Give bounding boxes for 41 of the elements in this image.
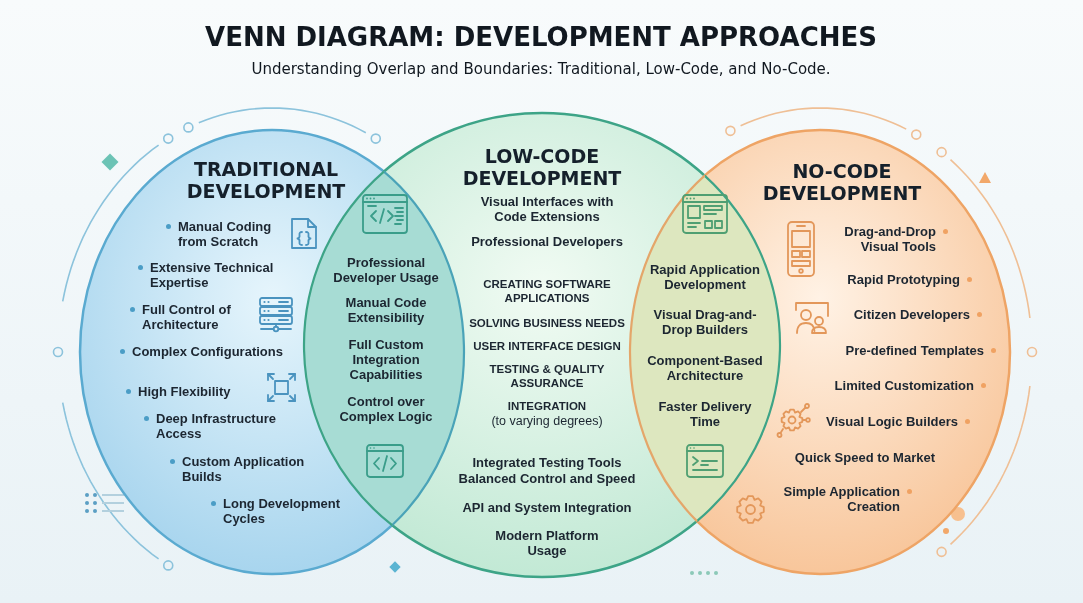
feature-text: Extensive Technical Expertise: [138, 260, 285, 290]
feature-text: Pre-defined Templates: [845, 343, 996, 358]
feature-text: Deep Infrastructure Access: [144, 411, 286, 441]
circle-heading: TRADITIONAL DEVELOPMENT: [185, 158, 347, 202]
feature-text: High Flexibility: [126, 384, 231, 399]
overlap-text: Component-Based Architecture: [646, 353, 764, 383]
feature-text: Limited Customization: [834, 378, 986, 393]
feature-text: Quick Speed to Market: [794, 450, 935, 465]
feature-text: Full Control of Architecture: [130, 302, 254, 332]
circle-heading: NO-CODE DEVELOPMENT: [761, 160, 923, 204]
feature-text: Visual Interfaces with Code Extensions: [479, 194, 615, 224]
feature-text: Balanced Control and Speed: [458, 471, 636, 486]
overlap-text: Visual Drag-and-Drop Builders: [652, 307, 758, 337]
feature-text: TESTING & QUALITY ASSURANCE: [488, 363, 606, 390]
feature-text: INTEGRATION: [507, 400, 587, 414]
note-text: (to varying degrees): [491, 414, 603, 429]
feature-text: Simple Application Creation: [770, 484, 912, 514]
feature-text: Professional Developers: [471, 234, 623, 249]
feature-text: Drag-and-Drop Visual Tools: [821, 224, 948, 254]
overlap-text: Control over Complex Logic: [338, 394, 434, 424]
feature-text: CREATING SOFTWARE APPLICATIONS: [482, 278, 612, 305]
circle-heading: LOW-CODE DEVELOPMENT: [461, 145, 623, 189]
feature-text: Custom Application Builds: [170, 454, 312, 484]
overlap-text: Faster Delivery Time: [657, 399, 753, 429]
overlap-text: Manual Code Extensibility: [344, 295, 428, 325]
feature-text: Manual Coding from Scratch: [166, 219, 283, 249]
feature-text: Modern Platform Usage: [494, 528, 600, 558]
feature-text: Citizen Developers: [853, 307, 982, 322]
feature-text: Rapid Prototyping: [847, 272, 972, 287]
feature-text: Visual Logic Builders: [826, 414, 970, 429]
feature-text: Long Development Cycles: [211, 496, 348, 526]
feature-text: Integrated Testing Tools: [472, 455, 622, 470]
feature-text: USER INTERFACE DESIGN: [473, 340, 621, 354]
overlap-text: Professional Developer Usage: [332, 255, 440, 285]
feature-text: SOLVING BUSINESS NEEDS: [469, 317, 625, 331]
feature-text: Complex Configurations: [120, 344, 283, 359]
title: VENN DIAGRAM: DEVELOPMENT APPROACHES: [205, 22, 877, 52]
subtitle: Understanding Overlap and Boundaries: Traditional, Low-Code, and No-Code.: [251, 60, 831, 78]
overlap-text: Rapid Application Development: [649, 262, 761, 292]
overlap-text: Full Custom Integration Capabilities: [347, 337, 425, 382]
feature-text: API and System Integration: [462, 500, 632, 515]
